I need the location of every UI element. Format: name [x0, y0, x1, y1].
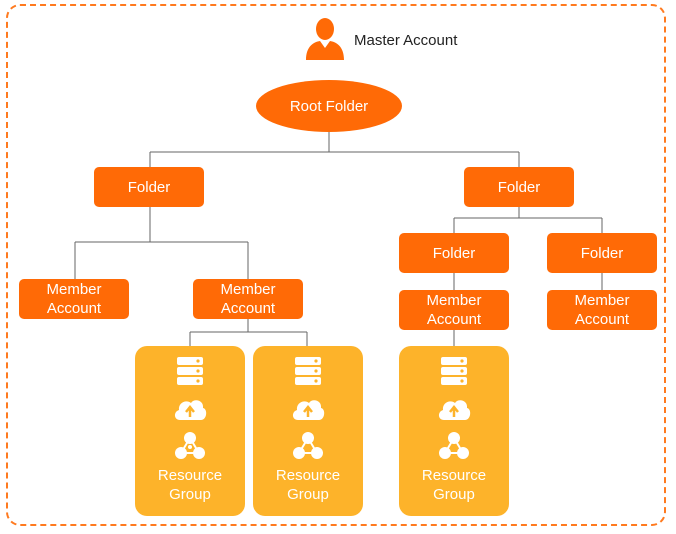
- resource-group-2: Resource Group: [253, 346, 363, 516]
- folder-left-label: Folder: [127, 178, 171, 196]
- cloud-upload-icon: [438, 400, 471, 420]
- resource-group-3: Resource Group: [399, 346, 509, 516]
- folder-right-node: Folder: [464, 167, 574, 207]
- server-icon: [177, 357, 203, 385]
- resource-group-2-label: Resource Group: [275, 467, 341, 503]
- cloud-upload-icon: [292, 400, 325, 420]
- network-icon: [175, 432, 205, 459]
- resource-group-1-label: Resource Group: [157, 467, 223, 503]
- member-account-1-label: Member Account: [46, 281, 102, 317]
- member-account-4-label: Member Account: [574, 292, 630, 328]
- member-account-2-label: Member Account: [220, 281, 276, 317]
- resource-group-1: Resource Group: [135, 346, 245, 516]
- network-icon: [439, 432, 469, 459]
- folder-right-child-2-label: Folder: [580, 244, 624, 262]
- master-account-label: Master Account: [354, 32, 458, 49]
- folder-right-label: Folder: [497, 178, 541, 196]
- server-icon: [295, 357, 321, 385]
- server-icon: [441, 357, 467, 385]
- folder-right-child-2-node: Folder: [547, 233, 657, 273]
- folder-right-child-1-label: Folder: [432, 244, 476, 262]
- root-folder-label: Root Folder: [289, 97, 369, 115]
- person-icon: [306, 18, 344, 60]
- member-account-3-node: Member Account: [399, 290, 509, 330]
- member-account-4-node: Member Account: [547, 290, 657, 330]
- network-icon: [293, 432, 323, 459]
- root-folder-node: Root Folder: [256, 80, 402, 132]
- member-account-3-label: Member Account: [426, 292, 482, 328]
- folder-left-node: Folder: [94, 167, 204, 207]
- member-account-1-node: Member Account: [19, 279, 129, 319]
- resource-group-3-label: Resource Group: [421, 467, 487, 503]
- member-account-2-node: Member Account: [193, 279, 303, 319]
- cloud-upload-icon: [174, 400, 207, 420]
- folder-right-child-1-node: Folder: [399, 233, 509, 273]
- diagram-frame: [6, 4, 666, 526]
